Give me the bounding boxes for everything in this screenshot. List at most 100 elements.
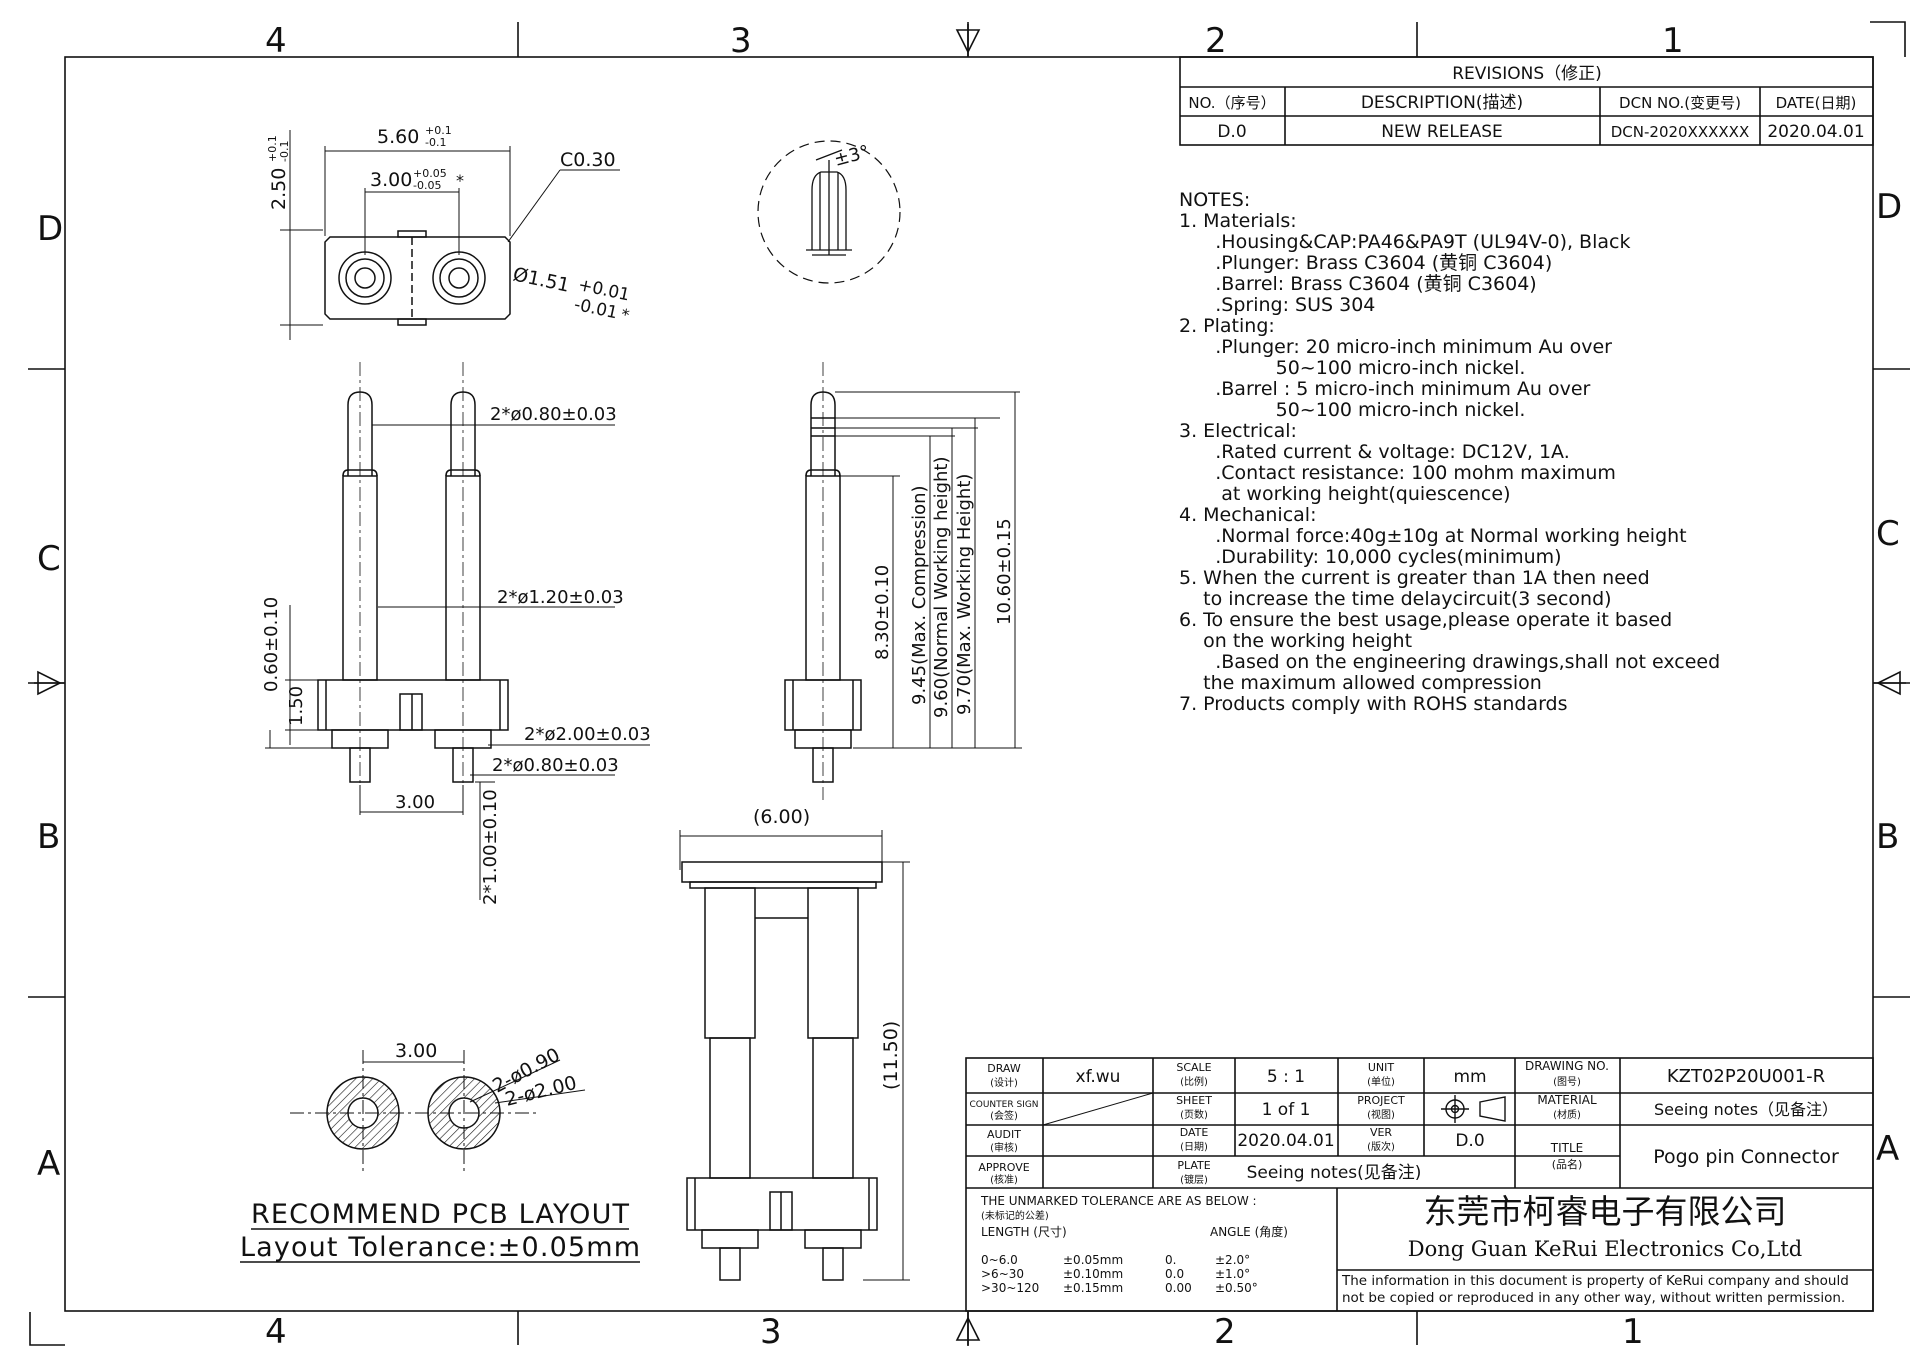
zone-left-a: A [37, 1144, 60, 1184]
dim-pitch-tol-lower: -0.05 [413, 179, 441, 192]
note-line: .Barrel: Brass C3604 (黄铜 C3604) [1179, 273, 1537, 295]
draw-label-cn: (设计) [990, 1076, 1018, 1089]
dim-pitch-star: * [456, 171, 464, 190]
rev-date: 2020.04.01 [1767, 122, 1864, 142]
approve-label: APPROVE [978, 1161, 1029, 1174]
date-value: 2020.04.01 [1237, 1131, 1334, 1151]
side-dim-1060: 10.60±0.15 [994, 518, 1015, 625]
tol-heading-cn: (未标记的公差) [981, 1209, 1049, 1222]
rev-no: D.0 [1217, 122, 1246, 142]
note-line: .Rated current & voltage: DC12V, 1A. [1179, 441, 1570, 463]
length-label: LENGTH (尺寸) [981, 1225, 1067, 1239]
unit-value: mm [1453, 1067, 1486, 1087]
scale-label-cn: (比例) [1180, 1075, 1208, 1088]
zone-top-1: 1 [1662, 21, 1684, 61]
zone-left-b: B [37, 817, 60, 857]
note-line: .Housing&CAP:PA46&PA9T (UL94V-0), Black [1179, 231, 1631, 253]
dim-height-tol-lower: -0.1 [278, 141, 291, 162]
title-label-cn: (品名) [1552, 1157, 1583, 1171]
ver-value: D.0 [1455, 1131, 1484, 1151]
front-view: 2*ø0.80±0.03 2*ø1.20±0.03 2*ø2.00±0.03 2… [261, 362, 651, 905]
projection-symbol-icon [1441, 1095, 1506, 1123]
tol-row-3-ang: ±0.50° [1215, 1281, 1258, 1295]
note-line: .Plunger: Brass C3604 (黄铜 C3604) [1179, 252, 1553, 274]
plate-label: PLATE [1177, 1159, 1210, 1172]
title-value: Pogo pin Connector [1653, 1146, 1839, 1168]
zone-left-c: C [37, 539, 61, 579]
tol-row-3-range: >30~120 [981, 1281, 1039, 1295]
ver-label-cn: (版次) [1367, 1140, 1395, 1153]
audit-label: AUDIT [987, 1128, 1021, 1141]
date-label-cn: (日期) [1180, 1141, 1208, 1153]
title-block: DRAW (设计) xf.wu COUNTER SIGN (会签) AUDIT … [965, 1057, 1874, 1312]
dim-width: 5.60 [377, 126, 419, 148]
note-line: 4. Mechanical: [1179, 504, 1317, 526]
dim-pitch-tol-upper: +0.05 [413, 167, 447, 180]
project-label-cn: (视图) [1367, 1108, 1395, 1121]
dim-height: 2.50 [268, 168, 290, 210]
notes-block: NOTES: 1. Materials: .Housing&CAP:PA46&P… [1179, 190, 1779, 715]
note-line: .Durability: 10,000 cycles(minimum) [1179, 546, 1562, 568]
tail-dia: 2*ø0.80±0.03 [492, 755, 619, 776]
sheet-value: 1 of 1 [1262, 1100, 1311, 1120]
material-label-cn: (材质) [1553, 1108, 1581, 1121]
zone-bottom-2: 2 [1214, 1312, 1236, 1352]
note-line: on the working height [1179, 630, 1413, 652]
plunger-dia: 2*ø0.80±0.03 [490, 404, 617, 425]
zone-top-2: 2 [1205, 21, 1227, 61]
sheet-label: SHEET [1176, 1094, 1212, 1107]
tol-row-2-range: >6~30 [981, 1267, 1024, 1281]
tol-row-2-ang: ±1.0° [1215, 1267, 1250, 1281]
assembly-height: (11.50) [880, 1021, 902, 1090]
revisions-table: REVISIONS（修正) NO.（序号） DESCRIPTION(描述) DC… [1179, 56, 1874, 146]
zone-bottom-3: 3 [760, 1312, 782, 1352]
drawing-no-label: DRAWING NO. [1525, 1059, 1609, 1073]
company-name-cn: 东莞市柯睿电子有限公司 [1424, 1192, 1787, 1231]
plate-label-cn: (镀层) [1180, 1173, 1208, 1186]
note-line: .Contact resistance: 100 mohm maximum [1179, 462, 1616, 484]
note-line: .Plunger: 20 micro-inch minimum Au over [1179, 336, 1612, 358]
plate-value: Seeing notes(见备注) [1247, 1163, 1422, 1183]
drawing-no-value: KZT02P20U001-R [1667, 1066, 1825, 1087]
tol-row-1-len: ±0.05mm [1063, 1253, 1123, 1267]
counter-label: COUNTER SIGN [969, 1100, 1038, 1110]
note-line: 2. Plating: [1179, 315, 1275, 337]
tol-row-3-len: ±0.15mm [1063, 1281, 1123, 1295]
dim-height-tol-upper: +0.1 [266, 135, 279, 162]
approve-label-cn: (核准) [990, 1173, 1018, 1186]
disclaimer-line-1: The information in this document is prop… [1341, 1273, 1849, 1289]
unit-label: UNIT [1368, 1061, 1395, 1074]
chamfer-label: C0.30 [560, 149, 616, 171]
hole-star: * [619, 305, 631, 325]
rev-dcn: DCN-2020XXXXXX [1611, 123, 1750, 141]
note-line: 50~100 micro-inch nickel. [1179, 399, 1526, 421]
zone-left-d: D [37, 209, 63, 249]
tol-row-1-prec: 0. [1165, 1253, 1176, 1267]
material-value: Seeing notes（见备注） [1654, 1100, 1838, 1119]
note-line: 6. To ensure the best usage,please opera… [1179, 609, 1673, 631]
side-dim-830: 8.30±0.10 [872, 565, 893, 660]
audit-label-cn: (审核) [990, 1141, 1018, 1154]
side-dim-960: 9.60(Normal Working height) [931, 457, 952, 718]
draw-label: DRAW [987, 1062, 1021, 1075]
side-dim-970: 9.70(Max. Working Height) [954, 474, 975, 715]
note-line: the maximum allowed compression [1179, 672, 1542, 694]
zone-top-4: 4 [265, 21, 287, 61]
revisions-title: REVISIONS（修正) [1452, 64, 1602, 84]
top-view: 5.60 +0.1 -0.1 3.00 +0.05 -0.05 * 2.50 +… [266, 124, 631, 340]
date-label: DATE [1180, 1126, 1209, 1139]
pcb-layout: 3.00 2-ø0.90 2-ø2.00 RECOMMEND PCB LAYOU… [240, 1040, 640, 1263]
rev-header-dcn: DCN NO.(变更号) [1619, 94, 1741, 112]
zone-right-c: C [1876, 514, 1900, 554]
pcb-title: RECOMMEND PCB LAYOUT [251, 1199, 630, 1230]
tol-row-1-ang: ±2.0° [1215, 1253, 1250, 1267]
tol-row-1-range: 0~6.0 [981, 1253, 1018, 1267]
zone-bottom-4: 4 [265, 1312, 287, 1352]
rev-desc: NEW RELEASE [1381, 122, 1503, 142]
note-line: .Spring: SUS 304 [1179, 294, 1376, 316]
barrel-dia: 2*ø1.20±0.03 [497, 587, 624, 608]
drawing-no-label-cn: (图号) [1553, 1076, 1581, 1088]
ver-label: VER [1370, 1126, 1392, 1139]
side-view: 8.30±0.10 9.45(Max. Compression) 9.60(No… [784, 362, 1022, 800]
